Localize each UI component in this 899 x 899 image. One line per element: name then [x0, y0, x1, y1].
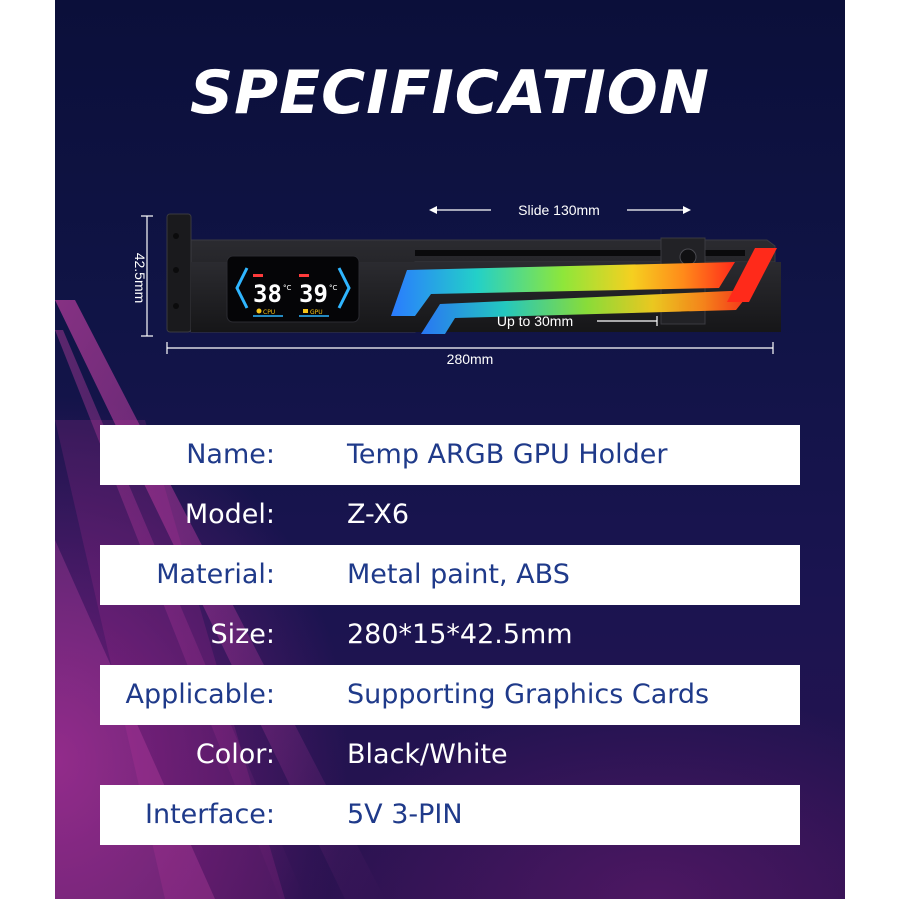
- right-bracket-icon: [337, 267, 351, 309]
- gpu-temp-value: 39: [299, 280, 328, 308]
- spec-row-model: Model: Z-X6: [100, 485, 800, 545]
- length-label: 280mm: [447, 351, 494, 367]
- spec-value: 280*15*42.5mm: [347, 619, 573, 650]
- spec-row-name: Name: Temp ARGB GPU Holder: [100, 425, 800, 485]
- spec-row-material: Material: Metal paint, ABS: [100, 545, 800, 605]
- length-dimension: 280mm: [166, 342, 774, 367]
- cpu-chip-icon: [256, 308, 262, 314]
- gpu-holder-diagram: 38 °C 39 °C CPU GPU Slide 130mm 42.5mm: [132, 202, 781, 367]
- slide-dimension: Slide 130mm: [429, 202, 691, 218]
- spec-row-color: Color: Black/White: [100, 725, 800, 785]
- spec-label: Size:: [210, 619, 275, 650]
- spec-value: Black/White: [347, 739, 508, 770]
- slide-slot: [415, 250, 745, 256]
- spec-value: Supporting Graphics Cards: [347, 679, 710, 710]
- spec-value: Metal paint, ABS: [347, 559, 570, 590]
- extension-dimension: Up to 30mm: [497, 313, 658, 329]
- spec-value: Z-X6: [347, 499, 410, 530]
- left-bracket-icon: [235, 267, 249, 309]
- spec-label: Interface:: [145, 799, 275, 830]
- cpu-temp-unit: °C: [283, 284, 292, 292]
- argb-light-strip: [391, 248, 777, 334]
- extend-label: Up to 30mm: [497, 313, 573, 329]
- spec-row-applicable: Applicable: Supporting Graphics Cards: [100, 665, 800, 725]
- spec-value: Temp ARGB GPU Holder: [347, 439, 668, 470]
- spec-label: Color:: [195, 739, 275, 770]
- gpu-temp-unit: °C: [329, 284, 338, 292]
- gpu-label: GPU: [310, 309, 323, 316]
- spec-row-interface: Interface: 5V 3-PIN: [100, 785, 800, 845]
- gpu-chip-icon: [303, 309, 308, 313]
- cpu-label: CPU: [263, 309, 275, 316]
- height-label: 42.5mm: [132, 253, 148, 304]
- spec-label: Name:: [186, 439, 275, 470]
- spec-label: Material:: [156, 559, 275, 590]
- spec-label: Model:: [184, 499, 275, 530]
- slide-label: Slide 130mm: [518, 202, 600, 218]
- page-title: SPECIFICATION: [189, 58, 711, 128]
- temperature-screen: 38 °C 39 °C CPU GPU: [226, 255, 360, 323]
- spec-row-size: Size: 280*15*42.5mm: [100, 605, 800, 665]
- spec-label: Applicable:: [125, 679, 276, 710]
- height-dimension: 42.5mm: [132, 215, 153, 337]
- spec-value: 5V 3-PIN: [347, 799, 463, 830]
- mounting-bracket: [166, 213, 192, 333]
- cpu-temp-value: 38: [253, 280, 282, 308]
- spec-panel: SPECIFICATION: [55, 0, 845, 899]
